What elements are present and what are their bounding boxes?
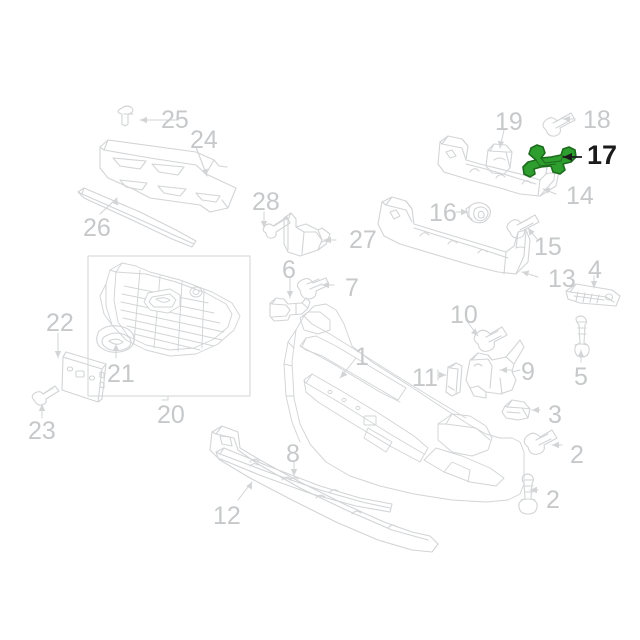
leader-20 [161,395,169,401]
callout-4[interactable]: 4 [588,256,602,284]
part-28-screw-small [262,216,291,239]
part-9-bumper-side-bracket [465,339,525,399]
part-6-bracket-clip [269,297,311,322]
callout-6[interactable]: 6 [282,256,296,284]
part-26-upper-trim-moulding [77,187,197,248]
callout-3[interactable]: 3 [548,401,562,429]
callout-13[interactable]: 13 [548,265,576,293]
callout-10[interactable]: 10 [450,301,478,329]
part-23-plate-screw [31,385,60,406]
part-17-bumper-bracket-stay [522,144,577,178]
callout-7[interactable]: 7 [345,274,359,302]
callout-24[interactable]: 24 [190,126,218,154]
callout-14[interactable]: 14 [566,182,594,210]
callout-8[interactable]: 8 [286,440,300,468]
callout-11[interactable]: 11 [412,364,438,392]
part-20-grille-artwork [99,262,241,357]
part-13-lower-reinforcement-beam [377,196,531,275]
callout-15[interactable]: 15 [534,233,562,261]
part-18-bolt-flange-short [542,112,576,137]
part-1-front-bumper-cover [283,303,525,503]
part-12-front-lip-spoiler [209,425,439,553]
part-21-grille-emblem [96,325,135,353]
part-3-clip-retainer [501,399,531,421]
part-25-push-clip [117,105,134,127]
callout-18[interactable]: 18 [583,106,611,134]
part-24-grille-upper-retainer [99,139,237,213]
leader-26 [99,197,118,215]
part-2a-screw-pan-head [523,429,558,455]
callout-23[interactable]: 23 [28,417,56,445]
callout-27[interactable]: 27 [349,226,377,254]
callout-12[interactable]: 12 [213,502,241,530]
callout-9[interactable]: 9 [521,358,535,386]
callout-26[interactable]: 26 [83,214,111,242]
callout-2b[interactable]: 2 [546,486,560,514]
callout-22[interactable]: 22 [46,309,74,337]
part-16-grommet-nut [465,202,492,224]
callout-21[interactable]: 21 [107,360,135,388]
callout-16[interactable]: 16 [429,199,457,227]
callout-19[interactable]: 19 [495,108,523,136]
callout-5[interactable]: 5 [574,363,588,391]
part-11-side-spacer [445,362,463,397]
callout-17[interactable]: 17 [587,140,618,170]
callout-2a[interactable]: 2 [570,441,584,469]
part-4-side-grille-vent [565,283,621,307]
callout-28[interactable]: 28 [252,188,280,216]
callout-1[interactable]: 1 [355,343,369,371]
leader-17 [563,153,582,161]
part-27-bumper-mount-bracket [283,212,331,257]
part-7-screw-tapping [296,277,330,300]
part-10-screw-washer [473,326,508,352]
part-5-bolt-long [574,315,590,358]
part-22-license-plate-bracket [61,351,107,403]
callout-25[interactable]: 25 [161,106,189,134]
part-8-lower-moulding [215,447,393,513]
part-2b-bolt-flange [518,473,538,515]
callout-20[interactable]: 20 [157,401,185,429]
part-19-absorber-block [485,143,513,175]
